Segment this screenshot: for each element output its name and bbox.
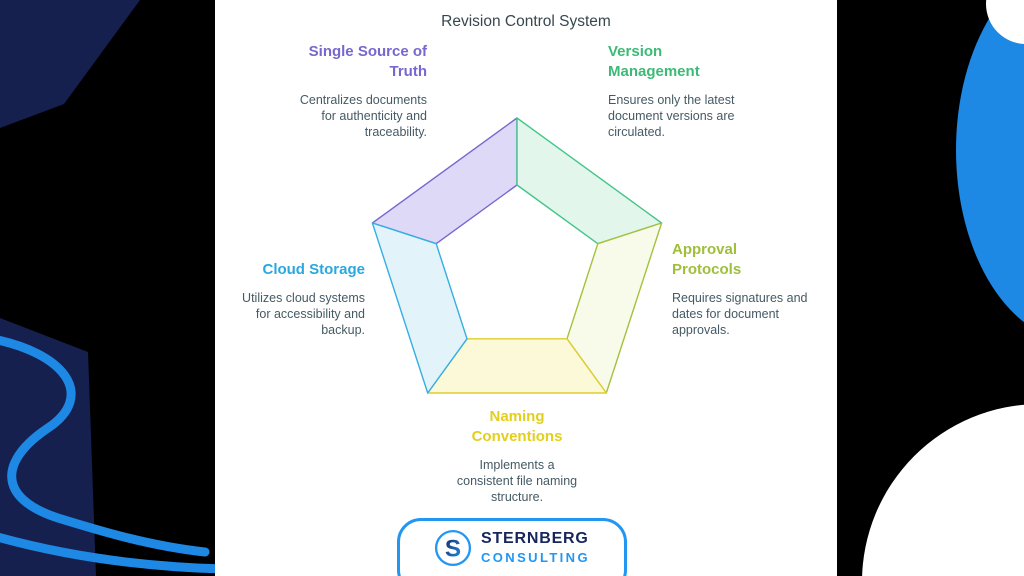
node-version-management: Version Management Ensures only the late… (608, 42, 808, 141)
node-approval-protocols: Approval Protocols Requires signatures a… (672, 240, 842, 339)
diagram-card: Revision Control System Single Source of… (215, 0, 837, 576)
brand-text: STERNBERG CONSULTING (481, 530, 590, 565)
blue-squiggle-left (0, 335, 210, 557)
navy-shape-top-left (0, 0, 140, 128)
white-blob-bottom-right (862, 404, 1024, 576)
pentagon-diagram (371, 117, 663, 394)
logo-card: S STERNBERG CONSULTING (397, 518, 627, 576)
node-description: Utilizes cloud systems for accessibility… (242, 290, 365, 337)
node-title: Single Source of Truth (308, 43, 427, 80)
node-naming-conventions: Naming Conventions Implements a consiste… (387, 407, 647, 506)
node-title: Version Management (608, 43, 700, 80)
node-single-source-of-truth: Single Source of Truth Centralizes docum… (225, 42, 427, 141)
brand-subtitle: CONSULTING (481, 549, 590, 565)
node-title: Cloud Storage (262, 261, 365, 278)
node-cloud-storage: Cloud Storage Utilizes cloud systems for… (215, 260, 365, 339)
blue-blob-right (956, 0, 1024, 323)
white-corner-top-right (986, 0, 1024, 44)
node-description: Centralizes documents for authenticity a… (299, 92, 427, 139)
node-title: Approval Protocols (672, 241, 742, 278)
node-description: Requires signatures and dates for docume… (672, 290, 808, 337)
node-description: Ensures only the latest document version… (608, 92, 735, 139)
segment-cloud-storage (371, 222, 468, 394)
svg-text:S: S (445, 535, 461, 562)
sternberg-logo-icon: S (434, 529, 472, 567)
brand-name: STERNBERG (481, 530, 589, 548)
page-title: Revision Control System (441, 13, 611, 30)
node-title: Naming Conventions (471, 408, 563, 445)
node-description: Implements a consistent file naming stru… (456, 457, 578, 504)
